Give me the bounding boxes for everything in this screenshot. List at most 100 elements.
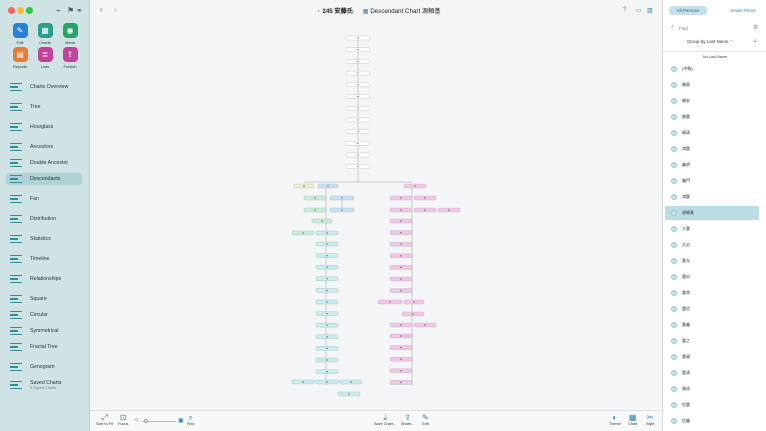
nav-item-label: Tree bbox=[30, 104, 41, 110]
app-button-reports[interactable]: ▤Reports bbox=[7, 47, 33, 69]
back-arrow-icon[interactable]: ‹ bbox=[100, 5, 103, 14]
zoom-out-icon[interactable]: ◁ bbox=[134, 417, 138, 423]
nav-item-genogram[interactable]: Genogram bbox=[6, 361, 82, 373]
person-avatar bbox=[671, 162, 677, 168]
tab-all-persons[interactable]: All Persons bbox=[669, 6, 707, 15]
zoom-slider-track[interactable] bbox=[142, 421, 176, 422]
symmetrical-icon bbox=[10, 326, 22, 336]
person-row[interactable]: 満重 bbox=[665, 142, 759, 156]
tool-find[interactable]: ⌕Find bbox=[187, 413, 194, 426]
nav-item-double-ancestor[interactable]: Double Ancestor bbox=[6, 157, 82, 169]
person-row[interactable]: 重信 bbox=[665, 302, 759, 316]
person-row[interactable]: 重親 bbox=[665, 350, 759, 364]
person-box-marker bbox=[357, 166, 359, 168]
app-button-views[interactable]: ◉Views bbox=[57, 23, 83, 45]
person-box-marker bbox=[357, 142, 359, 144]
sidebar-toggle-icon[interactable]: ▥ bbox=[647, 8, 653, 14]
app-button-charts[interactable]: ▦Charts bbox=[32, 23, 58, 45]
person-avatar bbox=[671, 210, 677, 216]
person-box-marker bbox=[326, 313, 328, 315]
tool-edit[interactable]: ✎Edit bbox=[422, 413, 429, 426]
forward-arrow-icon[interactable]: › bbox=[114, 5, 117, 14]
person-row[interactable]: 頼安 bbox=[665, 94, 759, 108]
title-bar: ‹ › ♆ 245 安藤氏 ▦ Descendant Chart 源頼基 ? ▭… bbox=[90, 0, 662, 22]
nav-item-symmetrical[interactable]: Symmetrical bbox=[6, 325, 82, 337]
nav-item-label: Genogram bbox=[30, 364, 55, 370]
app-button-publish[interactable]: ⇪Publish bbox=[57, 47, 83, 69]
tool-focus[interactable]: ⊡Focus bbox=[118, 413, 128, 426]
nav-item-fan[interactable]: Fan bbox=[6, 193, 82, 205]
tool-share[interactable]: ⇪Share... bbox=[401, 413, 414, 426]
window-layout-icon[interactable]: ▭ bbox=[636, 8, 642, 14]
person-row[interactable]: 満重 bbox=[665, 190, 759, 204]
nav-item-square[interactable]: Square bbox=[6, 293, 82, 305]
settings-icon[interactable]: ⚙ bbox=[753, 25, 759, 31]
person-row[interactable]: 頼重 bbox=[665, 110, 759, 124]
charts-overview-icon bbox=[10, 82, 22, 92]
person-row[interactable]: 頼清 bbox=[665, 126, 759, 140]
minimize-window-button[interactable] bbox=[17, 7, 24, 14]
person-row[interactable]: 義明 bbox=[665, 158, 759, 172]
tool-style[interactable]: ✂Style bbox=[646, 413, 654, 426]
person-row[interactable]: 大重 bbox=[665, 222, 759, 236]
person-row[interactable]: 勝成 bbox=[665, 382, 759, 396]
person-box-marker bbox=[400, 335, 402, 337]
nav-item-relationships[interactable]: Relationships bbox=[6, 273, 82, 285]
help-icon[interactable]: ? bbox=[623, 7, 627, 13]
tab-smart-filters[interactable]: Smart Filters bbox=[730, 8, 756, 13]
nav-item-subtitle: 0 Saved Charts bbox=[30, 386, 57, 390]
person-name: 源頼基 bbox=[682, 210, 694, 215]
tool-save-chart[interactable]: ⤓Save Chart... bbox=[374, 413, 396, 426]
person-row[interactable]: 重清 bbox=[665, 366, 759, 380]
person-avatar bbox=[671, 418, 677, 424]
family-icon[interactable]: ⚭ bbox=[76, 6, 83, 15]
bookmark-icon[interactable]: ⚑ bbox=[67, 6, 75, 15]
person-box-marker bbox=[341, 209, 343, 211]
nav-item-descendants[interactable]: Descendants bbox=[6, 173, 82, 185]
descendant-chart[interactable] bbox=[90, 0, 662, 410]
person-row[interactable]: 信義 bbox=[665, 414, 759, 428]
nav-item-tree[interactable]: Tree bbox=[6, 101, 82, 113]
person-row[interactable]: 信重 bbox=[665, 398, 759, 412]
tag-icon[interactable]: ⌁ bbox=[56, 6, 61, 15]
tool-chart[interactable]: ▦Chart bbox=[628, 413, 637, 426]
person-row[interactable]: (中略) bbox=[665, 62, 759, 76]
nav-item-statistics[interactable]: Statistics bbox=[6, 233, 82, 245]
person-row[interactable]: 源頼基 bbox=[665, 206, 759, 220]
person-row[interactable]: 重義 bbox=[665, 318, 759, 332]
nav-item-timeline[interactable]: Timeline bbox=[6, 253, 82, 265]
person-row[interactable]: 頼資 bbox=[665, 78, 759, 92]
app-button-edit[interactable]: ✎Edit bbox=[7, 23, 33, 45]
nav-item-charts-overview[interactable]: Charts Overview bbox=[6, 81, 82, 93]
person-row[interactable]: 重常 bbox=[665, 286, 759, 300]
person-row[interactable]: 大治 bbox=[665, 238, 759, 252]
person-avatar bbox=[671, 226, 677, 232]
nav-item-distribution[interactable]: Distribution bbox=[6, 213, 82, 225]
person-box-marker bbox=[357, 60, 359, 62]
circular-icon bbox=[10, 310, 22, 320]
zoom-control[interactable]: ◁ ▣ bbox=[134, 417, 184, 425]
find-field[interactable] bbox=[679, 23, 749, 33]
nav-item-ancestors[interactable]: Ancestors bbox=[6, 141, 82, 153]
tool-size-to-fit[interactable]: ⤢Size to Fit bbox=[96, 413, 113, 426]
nav-item-circular[interactable]: Circular bbox=[6, 309, 82, 321]
zoom-slider-thumb[interactable] bbox=[144, 419, 148, 423]
app-button-lists[interactable]: ≣Lists bbox=[32, 47, 58, 69]
person-box-marker bbox=[321, 220, 323, 222]
tool-theme[interactable]: ◐Theme bbox=[609, 413, 621, 426]
nav-item-fractal-tree[interactable]: Fractal Tree bbox=[6, 341, 82, 353]
person-row[interactable]: 義門 bbox=[665, 174, 759, 188]
person-row[interactable]: 重好 bbox=[665, 270, 759, 284]
close-window-button[interactable] bbox=[8, 7, 15, 14]
saved-charts-icon bbox=[10, 380, 22, 390]
nav-item-hourglass[interactable]: Hourglass bbox=[6, 121, 82, 133]
person-row[interactable]: 重之 bbox=[665, 334, 759, 348]
sort-icon[interactable]: ⇣ bbox=[753, 38, 758, 44]
person-avatar bbox=[671, 322, 677, 328]
zoom-window-button[interactable] bbox=[26, 7, 33, 14]
person-row[interactable]: 重允 bbox=[665, 254, 759, 268]
group-by-select[interactable]: Group by Last Name ⌃ bbox=[687, 38, 745, 46]
zoom-in-icon[interactable]: ▣ bbox=[178, 418, 184, 424]
app-label: Reports bbox=[12, 64, 27, 69]
